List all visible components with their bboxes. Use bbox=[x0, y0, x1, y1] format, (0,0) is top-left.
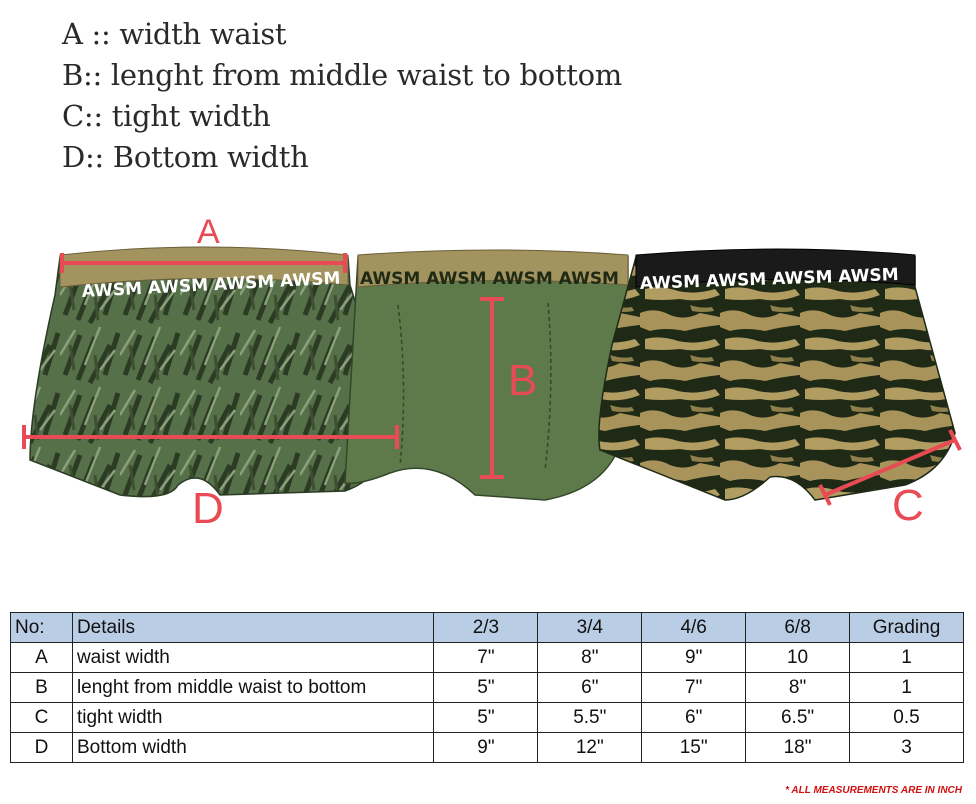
row-value: 6" bbox=[537, 672, 643, 703]
row-grading: 0.5 bbox=[849, 702, 964, 733]
table-header-row: No: Details 2/3 3/4 4/6 6/8 Grading bbox=[10, 612, 964, 643]
row-details: waist width bbox=[71, 642, 435, 673]
row-value: 5" bbox=[433, 672, 539, 703]
row-grading: 1 bbox=[849, 642, 964, 673]
boxer-left: AWSM AWSM AWSM AWSM bbox=[29, 246, 396, 498]
label-c: C bbox=[892, 481, 924, 530]
row-value: 12" bbox=[537, 732, 643, 763]
header-size-3-4: 3/4 bbox=[537, 612, 643, 643]
legend-line-b: B:: lenght from middle waist to bottom bbox=[62, 58, 622, 92]
row-value: 10 bbox=[745, 642, 850, 673]
row-value: 8" bbox=[537, 642, 643, 673]
band-text-middle: AWSM AWSM AWSM AWSM bbox=[360, 269, 619, 289]
label-a: A bbox=[197, 213, 220, 251]
legend-line-d: D:: Bottom width bbox=[62, 140, 309, 174]
table-row: C tight width 5" 5.5" 6" 6.5" 0.5 bbox=[10, 702, 964, 733]
row-value: 7" bbox=[641, 672, 747, 703]
legend-line-c: C:: tight width bbox=[62, 99, 271, 133]
header-grading: Grading bbox=[849, 612, 964, 643]
row-code: A bbox=[10, 642, 73, 673]
table-row: D Bottom width 9" 12" 15" 18" 3 bbox=[10, 732, 964, 763]
row-value: 9" bbox=[433, 732, 539, 763]
row-value: 8" bbox=[745, 672, 850, 703]
boxer-right: AWSM AWSM AWSM AWSM bbox=[598, 248, 956, 501]
header-details: Details bbox=[71, 612, 435, 643]
measurement-legend: A :: width waist B:: lenght from middle … bbox=[62, 14, 622, 178]
label-d: D bbox=[192, 484, 224, 533]
row-code: D bbox=[10, 732, 73, 763]
row-grading: 1 bbox=[849, 672, 964, 703]
row-details: lenght from middle waist to bottom bbox=[71, 672, 435, 703]
label-b: B bbox=[508, 356, 537, 405]
row-value: 6.5" bbox=[745, 702, 850, 733]
row-value: 9" bbox=[641, 642, 747, 673]
row-code: C bbox=[10, 702, 73, 733]
measure-a: A bbox=[60, 213, 347, 273]
row-value: 15" bbox=[641, 732, 747, 763]
measurement-footnote: * ALL MEASUREMENTS ARE IN INCH bbox=[785, 785, 962, 796]
measure-c: C bbox=[818, 429, 962, 530]
row-details: tight width bbox=[71, 702, 435, 733]
table-row: A waist width 7" 8" 9" 10 1 bbox=[10, 642, 964, 673]
row-code: B bbox=[10, 672, 73, 703]
measure-d: D bbox=[22, 425, 399, 533]
table-row: B lenght from middle waist to bottom 5" … bbox=[10, 672, 964, 703]
row-value: 5.5" bbox=[537, 702, 643, 733]
legend-line-a: A :: width waist bbox=[62, 17, 287, 51]
row-value: 6" bbox=[641, 702, 747, 733]
boxer-middle: AWSM AWSM AWSM AWSM bbox=[344, 249, 629, 501]
size-chart-table: No: Details 2/3 3/4 4/6 6/8 Grading A wa… bbox=[10, 612, 964, 763]
row-value: 5" bbox=[433, 702, 539, 733]
measure-b: B bbox=[480, 297, 537, 479]
row-value: 7" bbox=[433, 642, 539, 673]
header-size-2-3: 2/3 bbox=[433, 612, 539, 643]
header-no: No: bbox=[10, 612, 73, 643]
row-grading: 3 bbox=[849, 732, 964, 763]
row-value: 18" bbox=[745, 732, 850, 763]
header-size-6-8: 6/8 bbox=[745, 612, 850, 643]
row-details: Bottom width bbox=[71, 732, 435, 763]
header-size-4-6: 4/6 bbox=[641, 612, 747, 643]
boxer-briefs-illustration: AWSM AWSM AWSM AWSM AWSM AWSM AWSM AWSM … bbox=[22, 213, 962, 533]
